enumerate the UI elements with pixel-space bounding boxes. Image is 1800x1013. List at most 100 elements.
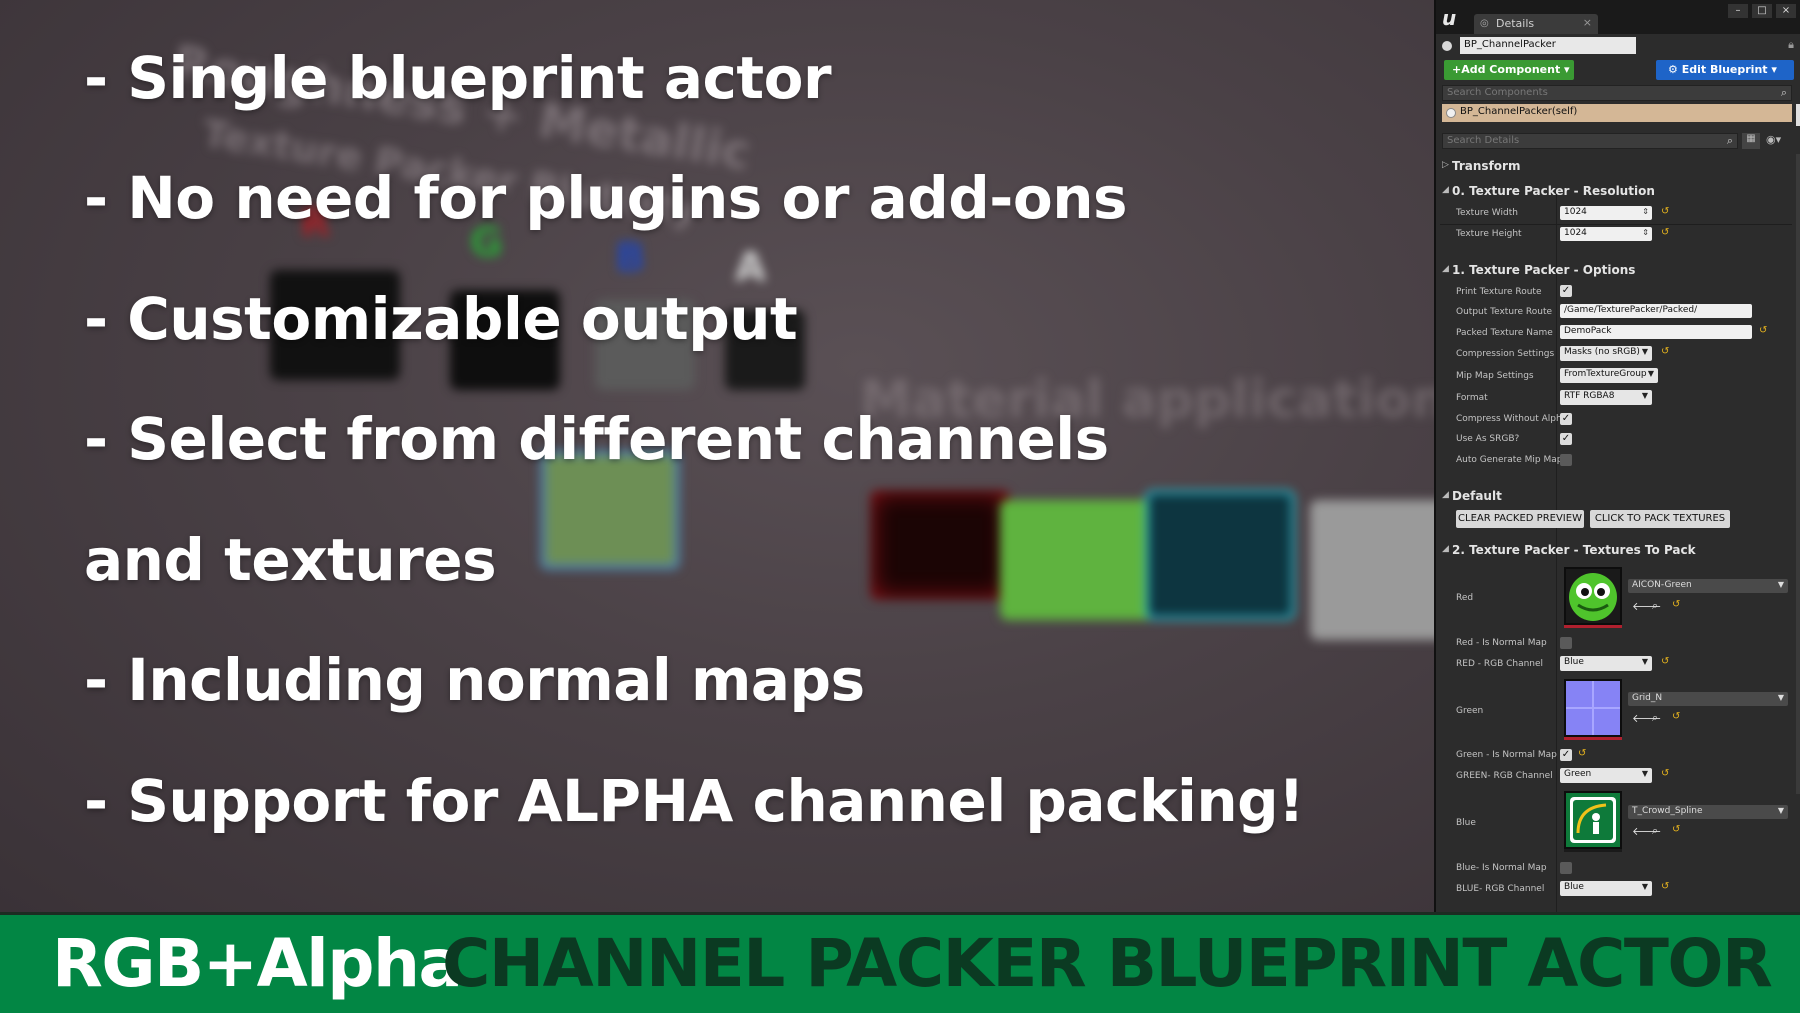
panel-titlebar: u ◎ Details × – □ × xyxy=(1436,0,1800,34)
background-cube-black-2 xyxy=(450,290,560,390)
compression-value: Masks (no sRGB) xyxy=(1564,347,1640,357)
reset-icon[interactable]: ↺ xyxy=(1672,711,1681,722)
spinner-icon: ⇕ xyxy=(1642,228,1649,237)
blue-channel-select[interactable]: Blue ▼ xyxy=(1560,881,1652,896)
background-cube-dark xyxy=(725,310,805,390)
reset-icon[interactable]: ↺ xyxy=(1672,599,1681,610)
reset-icon[interactable]: ↺ xyxy=(1661,656,1670,667)
use-srgb-checkbox[interactable]: ✓ xyxy=(1560,433,1572,445)
bullet-select-channels: - Select from different channels xyxy=(84,405,1109,473)
format-select[interactable]: RTF RGBA8 ▼ xyxy=(1560,390,1652,405)
details-scrollbar[interactable] xyxy=(1796,154,1800,794)
use-selected-arrow-icon[interactable]: 🡐 xyxy=(1632,825,1662,838)
category-resolution[interactable]: ◢ 0. Texture Packer - Resolution xyxy=(1440,181,1792,203)
background-cube-black-1 xyxy=(270,270,400,380)
component-sphere-icon xyxy=(1446,108,1456,118)
use-selected-arrow-icon[interactable]: 🡐 xyxy=(1632,600,1662,613)
blue-asset-select[interactable]: T_Crowd_Spline ▼ xyxy=(1628,805,1788,819)
red-normal-checkbox[interactable] xyxy=(1560,637,1572,649)
blue-normal-checkbox[interactable] xyxy=(1560,862,1572,874)
property-matrix-icon[interactable]: ▦ xyxy=(1742,133,1760,149)
background-title-3: Material application exar xyxy=(860,370,1436,430)
lock-icon[interactable]: 🔒︎ xyxy=(1788,38,1794,51)
pack-textures-button[interactable]: CLICK TO PACK TEXTURES xyxy=(1590,510,1730,528)
tab-details-label: Details xyxy=(1496,17,1535,30)
green-channel-select[interactable]: Green ▼ xyxy=(1560,768,1652,783)
normal-grid-icon xyxy=(1566,681,1620,735)
chevron-down-icon: ▼ xyxy=(1641,882,1648,891)
search-components-input[interactable]: Search Components ⌕ xyxy=(1442,85,1792,101)
use-selected-arrow-icon[interactable]: 🡐 xyxy=(1632,712,1662,725)
texture-width-input[interactable]: 1024 ⇕ xyxy=(1560,206,1652,220)
close-icon[interactable]: × xyxy=(1776,4,1796,18)
actor-name-field[interactable]: BP_ChannelPacker xyxy=(1460,37,1636,54)
background-cube-red xyxy=(870,490,1010,600)
component-self-row[interactable]: BP_ChannelPacker(self) xyxy=(1442,104,1792,122)
texture-height-label: Texture Height xyxy=(1456,229,1522,239)
print-route-checkbox[interactable]: ✓ xyxy=(1560,285,1572,297)
blue-asset-value: T_Crowd_Spline xyxy=(1632,806,1703,816)
minimize-icon[interactable]: – xyxy=(1728,4,1748,18)
green-texture-label: Green xyxy=(1456,706,1484,716)
reset-icon[interactable]: ↺ xyxy=(1661,768,1670,779)
compression-select[interactable]: Masks (no sRGB) ▼ xyxy=(1560,346,1652,361)
red-asset-select[interactable]: AICON-Green ▼ xyxy=(1628,579,1788,593)
expand-arrow-icon: ▷ xyxy=(1442,160,1449,170)
reset-icon[interactable]: ↺ xyxy=(1661,346,1670,357)
edit-blueprint-button[interactable]: ⚙ Edit Blueprint ▾ xyxy=(1656,60,1794,80)
collapse-arrow-icon: ◢ xyxy=(1442,544,1449,554)
actor-sphere-icon xyxy=(1442,41,1452,51)
category-textures[interactable]: ◢ 2. Texture Packer - Textures To Pack xyxy=(1440,540,1792,562)
name-value-splitter[interactable] xyxy=(1556,194,1557,912)
mipmap-select[interactable]: FromTextureGroup ▼ xyxy=(1560,368,1658,383)
reset-icon[interactable]: ↺ xyxy=(1672,824,1681,835)
blue-texture-thumbnail[interactable] xyxy=(1564,791,1622,849)
red-thumbnail-underline xyxy=(1564,625,1622,628)
reset-icon[interactable]: ↺ xyxy=(1661,227,1670,238)
background-cube-gray xyxy=(595,300,695,390)
red-texture-thumbnail[interactable] xyxy=(1564,567,1622,625)
category-options[interactable]: ◢ 1. Texture Packer - Options xyxy=(1440,260,1792,282)
red-channel-select[interactable]: Blue ▼ xyxy=(1560,656,1652,671)
components-scrollbar[interactable] xyxy=(1796,104,1800,126)
maximize-icon[interactable]: □ xyxy=(1752,4,1772,18)
tab-close-icon[interactable]: × xyxy=(1582,16,1592,29)
texture-width-value: 1024 xyxy=(1564,207,1587,217)
background-cube-white xyxy=(1310,500,1436,640)
green-asset-value: Grid_N xyxy=(1632,693,1663,703)
compression-label: Compression Settings xyxy=(1456,349,1555,359)
blue-normal-label: Blue- Is Normal Map xyxy=(1456,863,1547,873)
reset-icon[interactable]: ↺ xyxy=(1661,206,1670,217)
output-route-input[interactable]: /Game/TexturePacker/Packed/ xyxy=(1560,304,1752,318)
green-normal-label: Green - Is Normal Map xyxy=(1456,750,1557,760)
category-default[interactable]: ◢ Default xyxy=(1440,486,1792,508)
view-options-icon[interactable]: ◉▾ xyxy=(1766,133,1782,146)
packed-name-input[interactable]: DemoPack xyxy=(1560,325,1752,339)
browse-search-icon[interactable]: ⌕ xyxy=(1652,824,1659,837)
print-route-label: Print Texture Route xyxy=(1456,287,1542,297)
reset-icon[interactable]: ↺ xyxy=(1578,748,1587,759)
collapse-arrow-icon: ◢ xyxy=(1442,490,1449,500)
background-letter-a: A xyxy=(735,245,766,291)
compress-alpha-checkbox[interactable]: ✓ xyxy=(1560,413,1572,425)
green-texture-thumbnail[interactable] xyxy=(1564,679,1622,737)
category-default-label: Default xyxy=(1452,489,1502,503)
reset-icon[interactable]: ↺ xyxy=(1759,325,1768,336)
green-asset-select[interactable]: Grid_N ▼ xyxy=(1628,692,1788,706)
red-texture-label: Red xyxy=(1456,593,1474,603)
red-channel-label: RED - RGB Channel xyxy=(1456,659,1544,669)
browse-search-icon[interactable]: ⌕ xyxy=(1652,599,1659,612)
search-details-input[interactable]: Search Details ⌕ xyxy=(1442,133,1738,149)
tab-details[interactable]: ◎ Details × xyxy=(1474,14,1598,34)
add-component-button[interactable]: +Add Component ▾ xyxy=(1444,60,1574,80)
browse-search-icon[interactable]: ⌕ xyxy=(1652,711,1659,724)
category-transform[interactable]: ▷ Transform xyxy=(1440,156,1792,178)
red-channel-value: Blue xyxy=(1564,657,1584,667)
clear-packed-preview-button[interactable]: CLEAR PACKED PREVIEW xyxy=(1456,510,1584,528)
search-icon: ⌕ xyxy=(1780,86,1787,99)
green-channel-value: Green xyxy=(1564,769,1592,779)
auto-mip-checkbox[interactable] xyxy=(1560,454,1572,466)
green-normal-checkbox[interactable]: ✓ xyxy=(1560,749,1572,761)
reset-icon[interactable]: ↺ xyxy=(1661,881,1670,892)
texture-height-input[interactable]: 1024 ⇕ xyxy=(1560,227,1652,241)
